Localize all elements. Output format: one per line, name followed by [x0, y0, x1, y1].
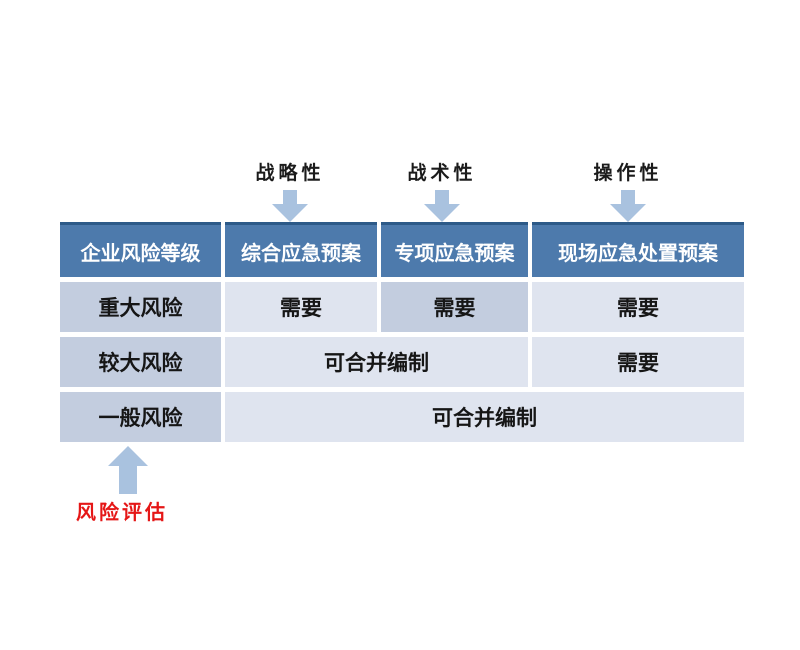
- matrix-cell-merged: 可合并编制: [225, 337, 528, 387]
- matrix-cell: 需要: [532, 337, 744, 387]
- up-arrow-icon: [108, 446, 148, 494]
- matrix-cell: 需要: [225, 282, 377, 332]
- down-arrow-icon: [424, 190, 460, 222]
- down-arrow-icon: [610, 190, 646, 222]
- header-cell-special-plan: 专项应急预案: [381, 222, 528, 277]
- matrix-cell: 需要: [532, 282, 744, 332]
- risk-plan-matrix: 企业风险等级 综合应急预案 专项应急预案 现场应急处置预案 重大风险 需要 需要…: [60, 222, 744, 442]
- risk-level-cell-general: 一般风险: [60, 392, 221, 442]
- matrix-cell-highlighted: 需要: [381, 282, 528, 332]
- header-cell-comprehensive-plan: 综合应急预案: [225, 222, 377, 277]
- top-label-tactical: 战术性: [407, 163, 477, 184]
- header-cell-risk-level: 企业风险等级: [60, 222, 221, 277]
- risk-level-cell-major: 重大风险: [60, 282, 221, 332]
- top-label-strategic: 战略性: [255, 163, 325, 184]
- header-cell-onsite-plan: 现场应急处置预案: [532, 222, 744, 277]
- down-arrow-icon: [272, 190, 308, 222]
- top-label-operational: 操作性: [593, 163, 663, 184]
- risk-assessment-label: 风险评估: [76, 502, 168, 524]
- matrix-cell-merged: 可合并编制: [225, 392, 744, 442]
- risk-level-cell-larger: 较大风险: [60, 337, 221, 387]
